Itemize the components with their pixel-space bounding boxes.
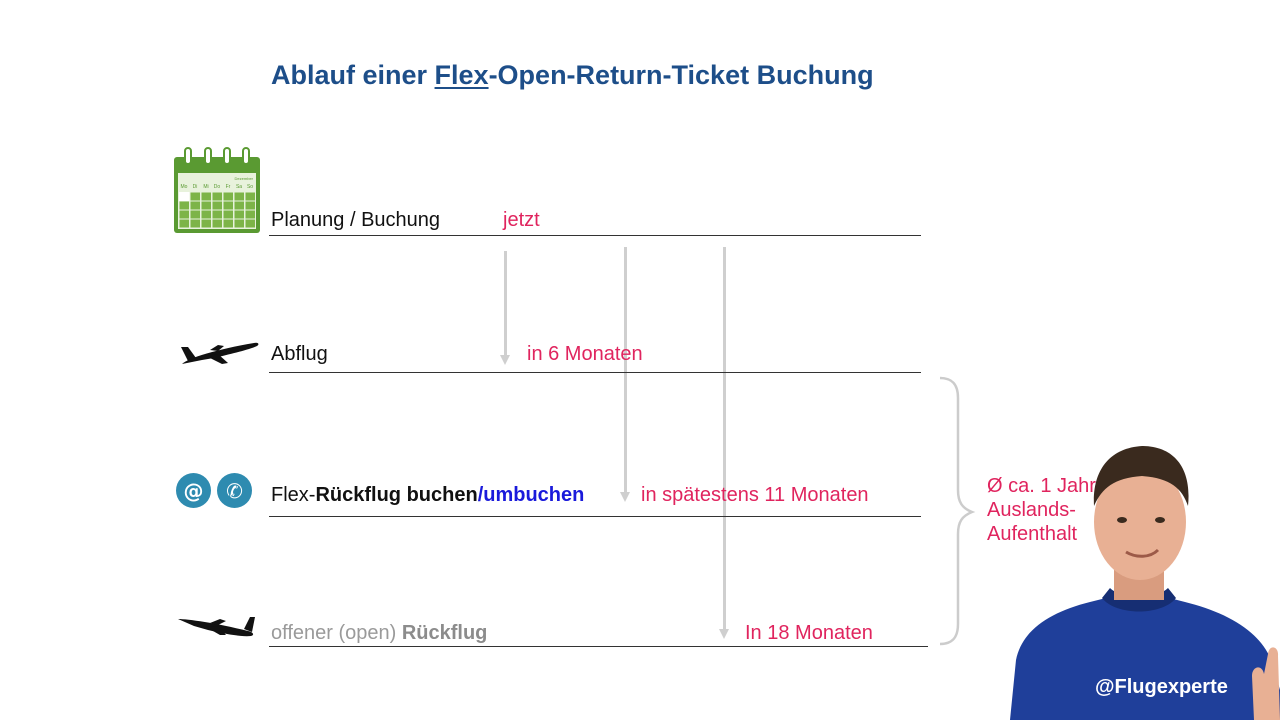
svg-text:Dezember: Dezember: [235, 176, 254, 181]
svg-text:So: So: [247, 184, 253, 190]
stay-line-2: Auslands-: [987, 499, 1076, 521]
svg-text:Sa: Sa: [236, 184, 242, 190]
rebook-prefix: Flex-: [271, 484, 316, 506]
presenter-video: [1010, 440, 1280, 720]
return-prefix: offener (open): [271, 622, 402, 644]
svg-text:Mi: Mi: [203, 184, 208, 190]
arrow-to-return: [719, 247, 729, 639]
timeline-divider-rebook: [269, 516, 921, 517]
calendar-icon: Dezember Mo Di Mi Do Fr Sa So: [173, 146, 261, 239]
airplane-takeoff-icon: [178, 338, 260, 371]
svg-text:Fr: Fr: [226, 184, 231, 190]
rebook-bold: Rückflug buchen: [315, 484, 478, 506]
step-departure-label: Abflug: [271, 343, 328, 365]
phone-icon: ✆: [217, 473, 252, 508]
airplane-landing-icon: [176, 613, 256, 644]
step-return-time: In 18 Monaten: [745, 622, 873, 644]
timeline-divider-planning: [269, 235, 921, 236]
page-title: Ablauf einer Flex-Open-Return-Ticket Buc…: [271, 60, 874, 91]
stay-line-3: Aufenthalt: [987, 523, 1078, 545]
step-return-label: offener (open) Rückflug: [271, 622, 487, 645]
svg-text:Do: Do: [214, 184, 221, 190]
stay-line-1: Ø ca. 1 Jahr: [987, 475, 1096, 497]
title-suffix: -Open-Return-Ticket Buchung: [488, 60, 874, 90]
step-planning-time: jetzt: [503, 209, 540, 231]
presenter-handle: @Flugexperte: [1095, 676, 1228, 698]
curly-brace-icon: [938, 374, 978, 654]
rebook-umbuchen: /umbuchen: [477, 484, 585, 506]
step-departure-time: in 6 Monaten: [527, 343, 643, 365]
title-prefix: Ablauf einer: [271, 60, 435, 90]
at-sign-icon: @: [176, 473, 211, 508]
step-planning-label: Planung / Buchung: [271, 209, 441, 231]
arrow-to-departure: [500, 251, 510, 365]
timeline-divider-return: [269, 646, 928, 647]
arrow-to-rebook: [620, 247, 630, 502]
return-bold: Rückflug: [401, 622, 488, 644]
step-rebook-label: Flex-Rückflug buchen/umbuchen: [271, 484, 584, 507]
svg-text:Mo: Mo: [181, 184, 188, 190]
svg-text:Di: Di: [193, 184, 198, 190]
step-rebook-time: in spätestens 11 Monaten: [641, 484, 869, 506]
stay-duration-note: Ø ca. 1 Jahr Auslands- Aufenthalt: [987, 474, 1096, 546]
timeline-divider-departure: [269, 372, 921, 373]
title-flex-link: Flex: [434, 60, 489, 90]
